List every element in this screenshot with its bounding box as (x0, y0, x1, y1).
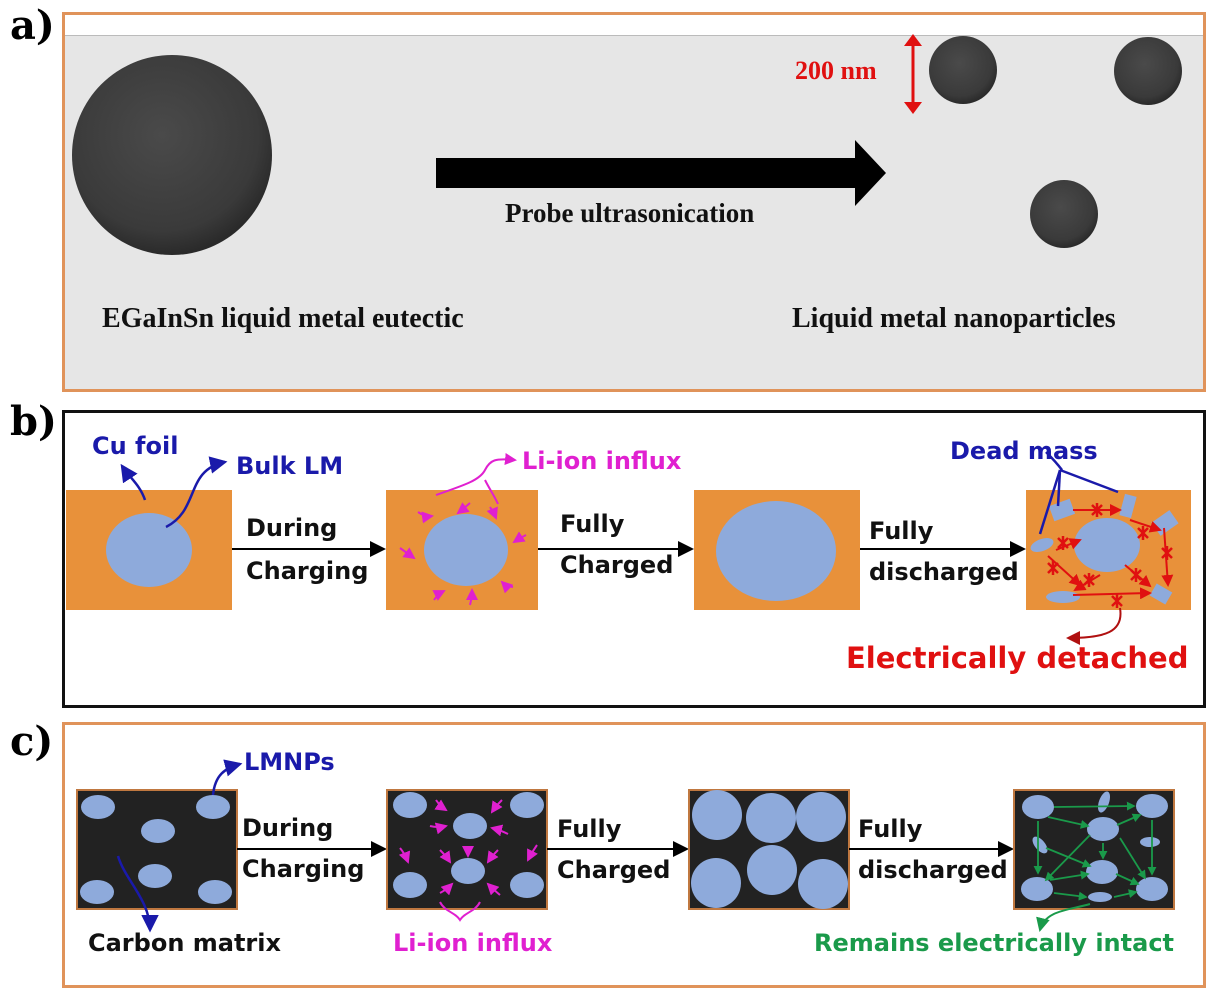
bulk-caption: EGaInSn liquid metal eutectic (102, 303, 464, 334)
step-c1-line2: Charging (242, 855, 365, 883)
cu-foil-label: Cu foil (92, 432, 179, 460)
step-c3-line2: discharged (858, 856, 1008, 884)
step-b2-line1: Fully (560, 510, 625, 538)
panel-a-label: a) (10, 2, 55, 49)
step-b3-line1: Fully (869, 517, 934, 545)
bulk-lm-label: Bulk LM (236, 452, 344, 480)
li-ion-influx-label-c: Li-ion influx (393, 929, 553, 957)
step-c1-line1: During (242, 814, 334, 842)
scale-bar-label: 200 nm (795, 56, 877, 85)
electrically-detached-label: Electrically detached (846, 641, 1189, 675)
step-c2-line1: Fully (557, 815, 622, 843)
dead-mass-label: Dead mass (950, 437, 1098, 465)
lmnps-label: LMNPs (244, 748, 335, 776)
step-b1-line2: Charging (246, 557, 369, 585)
remains-intact-label: Remains electrically intact (814, 929, 1175, 957)
probe-ultrasonication-label: Probe ultrasonication (505, 198, 755, 228)
step-c3-line1: Fully (858, 815, 923, 843)
li-ion-influx-label-b: Li-ion influx (522, 447, 682, 475)
panel-b-label: b) (10, 398, 57, 445)
carbon-matrix-label: Carbon matrix (88, 929, 281, 957)
step-b2-line2: Charged (560, 551, 674, 579)
nanoparticles-caption: Liquid metal nanoparticles (792, 303, 1116, 334)
step-b3-line2: discharged (869, 558, 1019, 586)
step-b1-line1: During (246, 514, 338, 542)
panel-b-frame (62, 410, 1206, 708)
panel-c-label: c) (10, 718, 54, 765)
step-c2-line2: Charged (557, 856, 671, 884)
